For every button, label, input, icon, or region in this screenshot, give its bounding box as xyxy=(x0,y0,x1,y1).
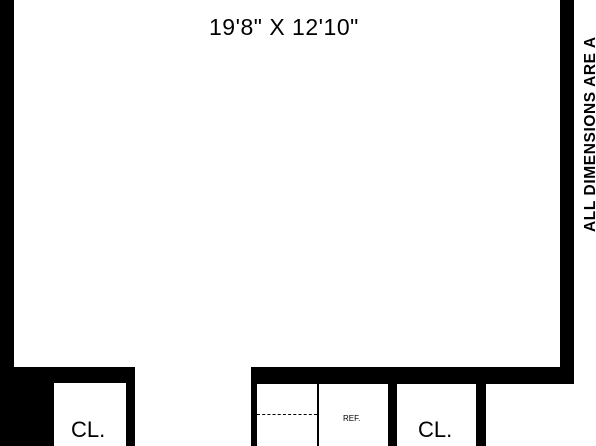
room-bottom-wall-right xyxy=(251,367,574,384)
counter-dashed-line xyxy=(257,414,317,415)
room-dimensions-label: 19'8" X 12'10" xyxy=(209,14,359,40)
dimensions-disclaimer-note: ALL DIMENSIONS ARE A xyxy=(582,36,596,232)
lower-left-wall-block xyxy=(0,367,54,446)
refrigerator-label: REF. xyxy=(343,414,361,423)
left-closet-right-wall xyxy=(126,367,135,446)
closet-label-right: CL. xyxy=(418,417,453,442)
kitchen-left-wall xyxy=(251,367,257,446)
room-left-wall xyxy=(0,0,14,370)
fridge-closet-wall xyxy=(388,367,397,446)
closet-label-left: CL. xyxy=(71,417,106,442)
right-closet-right-wall xyxy=(476,367,486,446)
kitchen-divider-line xyxy=(317,384,319,446)
room-right-wall xyxy=(560,0,574,384)
